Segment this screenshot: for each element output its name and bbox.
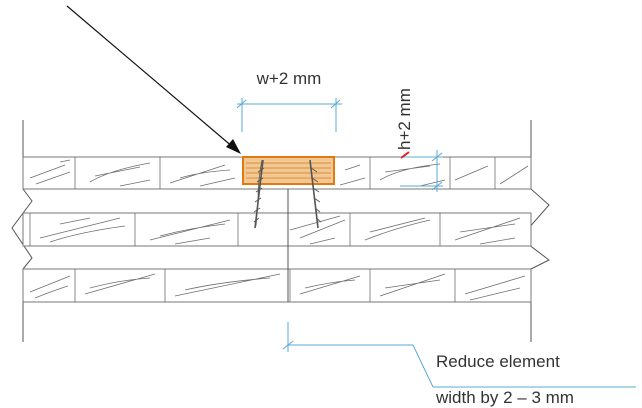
board-middle-grain bbox=[29, 213, 521, 246]
height-dimension-label: h+2 mm bbox=[395, 88, 414, 150]
board-top-grain bbox=[29, 157, 529, 189]
note-line-1: Reduce element bbox=[436, 352, 560, 371]
inserted-element bbox=[242, 156, 335, 185]
note-line-2: width by 2 – 3 mm bbox=[435, 388, 574, 407]
board-middle bbox=[22, 212, 532, 247]
width-dimension-label: w+2 mm bbox=[256, 69, 322, 88]
pointer-arrow bbox=[66, 5, 241, 154]
height-dimension bbox=[400, 150, 443, 192]
board-bottom bbox=[22, 268, 532, 303]
screw-right bbox=[309, 159, 322, 229]
board-bottom-grain bbox=[29, 269, 526, 302]
width-dimension bbox=[236, 98, 342, 132]
screw-left bbox=[253, 159, 265, 229]
reduce-width-callout bbox=[282, 322, 636, 388]
height-accent-mark bbox=[400, 151, 410, 159]
